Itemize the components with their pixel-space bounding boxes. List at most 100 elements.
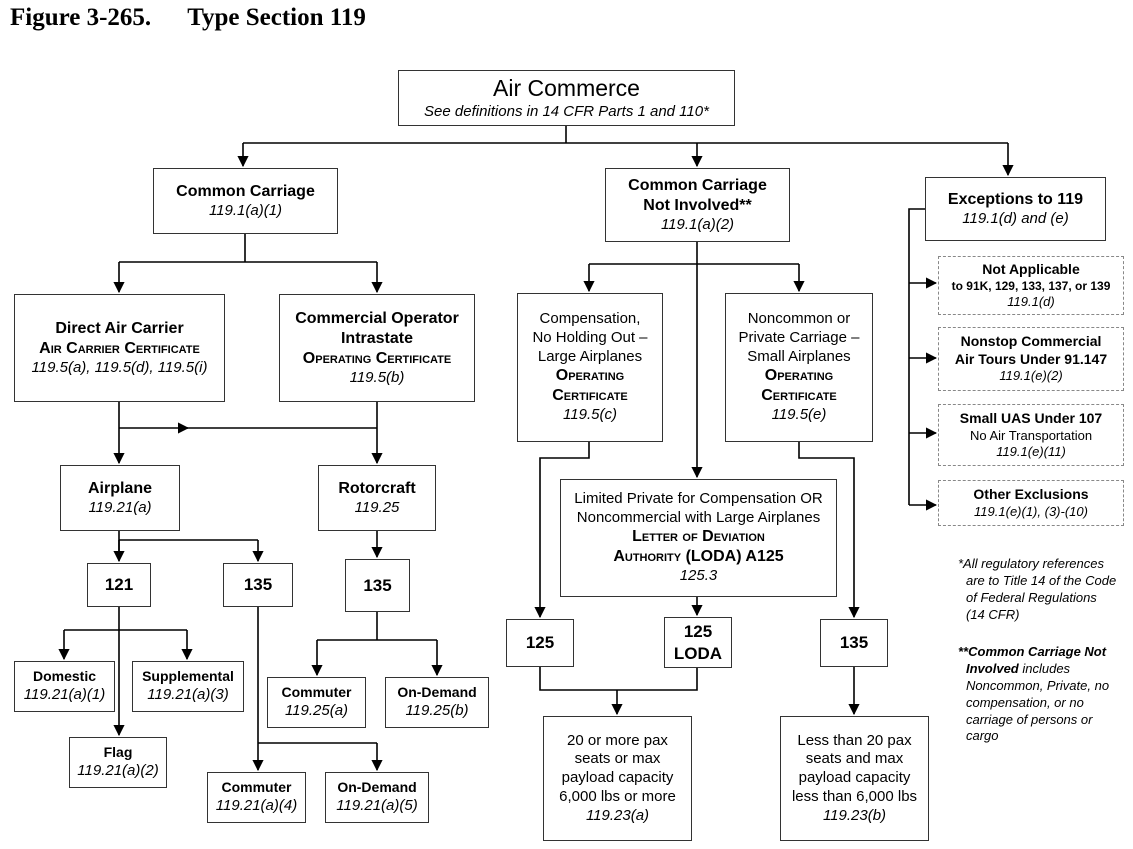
footnote2-rest1: includes [1018, 660, 1071, 676]
part-135-compensation-label: 135 [839, 633, 869, 653]
commuter-rotorcraft-title: Commuter [281, 684, 352, 701]
footnote2-bold2: Involved [966, 660, 1019, 676]
footnote2-bold1: **Common Carriage Not [958, 644, 1107, 659]
flag-title: Flag [103, 744, 133, 761]
loda-title-line2: Authority (LODA) A125 [613, 548, 784, 566]
other-exclusions-title: Other Exclusions [973, 486, 1089, 503]
twenty-more-ref: 119.23(a) [585, 806, 650, 824]
compensation-line1: Compensation, [539, 310, 641, 327]
commercial-operator-box: Commercial Operator Intrastate Operating… [279, 294, 475, 402]
airplane-ref: 119.21(a) [88, 498, 152, 516]
noncommon-operating-label: Operating [764, 367, 834, 385]
flag-box: Flag 119.21(a)(2) [69, 737, 167, 788]
commuter-airplane-box: Commuter 119.21(a)(4) [207, 772, 306, 823]
compensation-ref: 119.5(c) [563, 406, 617, 424]
footnote1-line3: of Federal Regulations [966, 589, 1097, 605]
not-involved-line1: Common Carriage [628, 176, 767, 194]
other-exclusions-ref: 119.1(e)(1), (3)-(10) [974, 503, 1088, 519]
exceptions-title: Exceptions to 119 [947, 190, 1084, 208]
rotorcraft-box: Rotorcraft 119.25 [318, 465, 436, 531]
small-uas-title: Small UAS Under 107 [959, 410, 1103, 426]
part-135-rotorcraft-box: 135 [345, 559, 410, 612]
not-applicable-ref: 119.1(d) [1007, 293, 1055, 309]
footnote2-line4: compensation, or no [966, 694, 1084, 710]
twenty-more-line3: payload capacity [561, 769, 674, 787]
small-uas-note: No Air Transportation [969, 427, 1093, 443]
part-135-airplane-box: 135 [223, 563, 293, 607]
not-involved-line2: Not Involved** [643, 196, 752, 214]
air-carrier-certificate-label: Air Carrier Certificate [39, 339, 200, 357]
footnote1-line2: are to Title 14 of the Code [966, 572, 1117, 588]
flag-ref: 119.21(a)(2) [77, 761, 159, 779]
less-twenty-line3: payload capacity [798, 769, 911, 787]
figure-caption: Type Section 119 [187, 4, 366, 31]
noncommon-line3: Small Airplanes [747, 347, 851, 365]
footnote1-line1: *All regulatory references [958, 556, 1104, 571]
nonstop-line2: Air Tours Under 91.147 [954, 350, 1108, 367]
twenty-or-more-box: 20 or more pax seats or max payload capa… [543, 716, 692, 841]
ondemand-airplane-title: On-Demand [337, 779, 417, 796]
not-applicable-box: Not Applicable to 91K, 129, 133, 137, or… [938, 256, 1124, 315]
nonstop-tours-box: Nonstop Commercial Air Tours Under 91.14… [938, 327, 1124, 391]
twenty-more-line2: seats or max [574, 750, 661, 768]
domestic-title: Domestic [32, 668, 97, 685]
ondemand-airplane-ref: 119.21(a)(5) [336, 796, 418, 814]
twenty-more-line1: 20 or more pax [567, 731, 668, 749]
airplane-box: Airplane 119.21(a) [60, 465, 180, 531]
domestic-box: Domestic 119.21(a)(1) [14, 661, 115, 712]
direct-air-carrier-ref: 119.5(a), 119.5(d), 119.5(i) [31, 358, 208, 376]
supplemental-title: Supplemental [142, 668, 234, 685]
direct-air-carrier-box: Direct Air Carrier Air Carrier Certifica… [14, 294, 225, 402]
part-125-label: 125 [525, 633, 555, 653]
exceptions-box: Exceptions to 119 119.1(d) and (e) [925, 177, 1106, 241]
ondemand-rotorcraft-ref: 119.25(b) [405, 701, 469, 719]
loda-box: Limited Private for Compensation OR Nonc… [560, 479, 837, 597]
ondemand-rotorcraft-title: On-Demand [397, 684, 477, 701]
noncommon-line1: Noncommon or [747, 310, 851, 327]
part-135-compensation-box: 135 [820, 619, 888, 667]
less-twenty-ref: 119.23(b) [822, 806, 887, 824]
compensation-line3: Large Airplanes [537, 347, 643, 365]
less-twenty-line2: seats and max [805, 750, 904, 768]
figure-title: Figure 3-265. Type Section 119 [10, 4, 366, 32]
commuter-airplane-title: Commuter [221, 779, 292, 796]
commercial-operator-intrastate: Intrastate [340, 329, 414, 347]
figure-number: Figure 3-265. [10, 4, 152, 31]
loda-title-line1: Letter of Deviation [632, 528, 765, 546]
compensation-certificate-label: Certificate [552, 387, 628, 405]
commercial-operator-ref: 119.5(b) [349, 368, 405, 386]
common-carriage-title: Common Carriage [176, 182, 315, 200]
part-125-box: 125 [506, 619, 574, 667]
noncommon-certificate-label: Certificate [761, 387, 837, 405]
loda-ref: 125.3 [679, 567, 718, 585]
ondemand-airplane-box: On-Demand 119.21(a)(5) [325, 772, 429, 823]
noncommon-ref: 119.5(e) [771, 406, 827, 424]
part-121-label: 121 [104, 575, 134, 595]
supplemental-ref: 119.21(a)(3) [147, 685, 229, 703]
compensation-operating-label: Operating [555, 367, 625, 385]
not-involved-box: Common Carriage Not Involved** 119.1(a)(… [605, 168, 790, 242]
not-applicable-parts: to 91K, 129, 133, 137, or 139 [951, 278, 1111, 293]
airplane-title: Airplane [87, 479, 152, 497]
commuter-airplane-ref: 119.21(a)(4) [215, 796, 298, 814]
air-commerce-subtitle: See definitions in 14 CFR Parts 1 and 11… [424, 103, 709, 120]
footnote-regulatory: *All regulatory references are to Title … [958, 556, 1116, 624]
noncommon-line2: Private Carriage – [738, 328, 860, 346]
footnote2-line5: carriage of persons or [966, 711, 1093, 727]
commercial-operator-title: Commercial Operator [295, 309, 459, 327]
part-135-airplane-label: 135 [243, 575, 273, 595]
part-125-loda-number: 125 [683, 622, 713, 642]
other-exclusions-box: Other Exclusions 119.1(e)(1), (3)-(10) [938, 480, 1124, 526]
air-commerce-title: Air Commerce [493, 75, 640, 102]
part-135-rotorcraft-label: 135 [363, 575, 392, 595]
ondemand-rotorcraft-box: On-Demand 119.25(b) [385, 677, 489, 728]
nonstop-ref: 119.1(e)(2) [999, 368, 1063, 384]
footnote1-line4: (14 CFR) [966, 606, 1020, 622]
not-applicable-title: Not Applicable [982, 261, 1080, 278]
direct-air-carrier-title: Direct Air Carrier [55, 319, 184, 337]
part-121-box: 121 [87, 563, 151, 607]
noncommon-small-box: Noncommon or Private Carriage – Small Ai… [725, 293, 873, 442]
footnote-common-carriage: **Common Carriage Not Involved includes … [958, 644, 1109, 745]
compensation-large-box: Compensation, No Holding Out – Large Air… [517, 293, 663, 442]
